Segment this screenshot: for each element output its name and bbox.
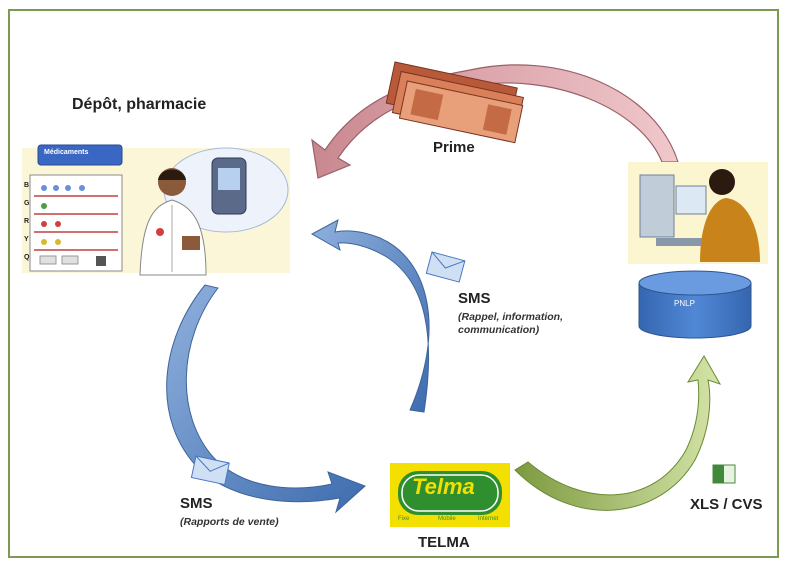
medicaments-label: Médicaments — [44, 149, 89, 156]
sms-top-detail-line1: (Rappel, information, — [458, 311, 563, 323]
telma-label: TELMA — [418, 534, 470, 551]
xls-label: XLS / CVS — [690, 496, 763, 513]
sms-top-detail-line2: communication) — [458, 324, 540, 336]
envelope-icon — [190, 455, 230, 486]
sms-top-arrow — [310, 219, 430, 413]
stock-row-label: B — [24, 182, 30, 189]
stock-board — [29, 144, 123, 272]
telma-tagline-1: Fixe — [398, 516, 410, 522]
money-icon — [385, 61, 525, 144]
xls-arrow — [514, 355, 722, 511]
telma-tagline-3: Internet — [478, 516, 499, 522]
prime-label: Prime — [433, 139, 475, 156]
envelope-icon — [425, 251, 466, 283]
sms-bottom-arrow — [166, 284, 366, 514]
stock-row-label: G — [24, 200, 30, 207]
depot-label: Dépôt, pharmacie — [72, 96, 207, 113]
sms-top-label: SMS — [458, 290, 491, 307]
pharmacist-icon — [139, 147, 289, 276]
excel-icon — [712, 464, 736, 484]
diagram-frame — [8, 9, 779, 558]
sms-bottom-label: SMS — [180, 495, 213, 512]
database-icon — [638, 270, 752, 339]
telma-logo-text: Telma — [412, 474, 475, 499]
telma-logo — [390, 463, 510, 527]
telma-tagline-2: Mobile — [438, 516, 456, 522]
pnlp-label: PNLP — [674, 299, 695, 308]
computer-user-icon — [628, 162, 768, 264]
stock-row-label: Y — [24, 236, 29, 243]
sms-bottom-detail: (Rapports de vente) — [180, 516, 279, 528]
stock-row-label: R — [24, 218, 30, 225]
stock-row-label: Q — [24, 254, 30, 261]
